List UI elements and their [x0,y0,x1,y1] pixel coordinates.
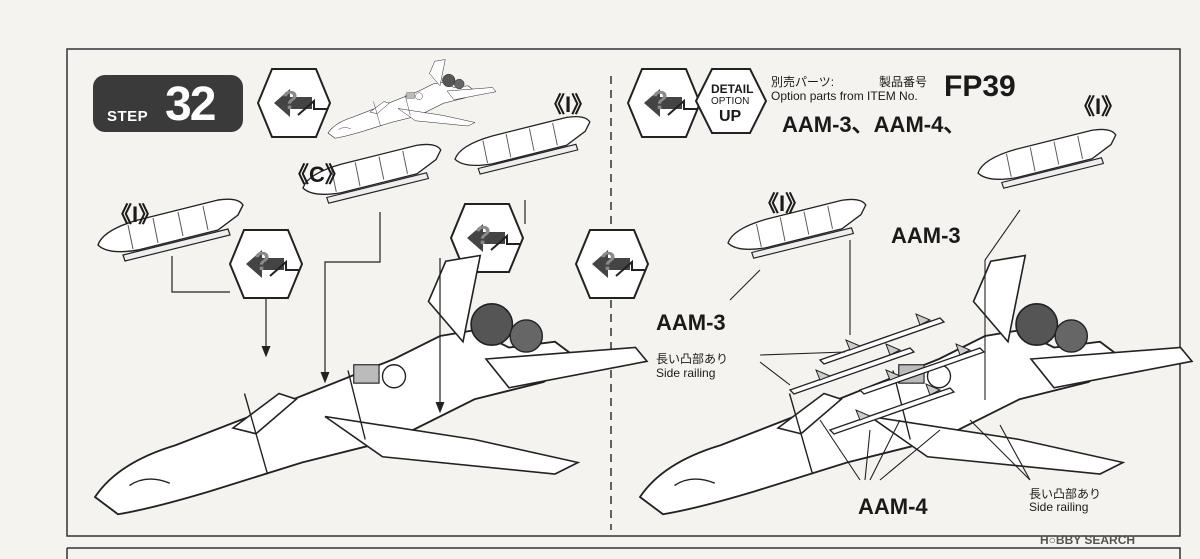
callout-right-i-top: 《I》 [1073,94,1124,119]
callout-left-i-1: 《I》 [110,202,161,227]
aircraft-right-icon [639,254,1193,516]
detail-badge-icon [694,68,768,134]
aircraft-left-icon [94,254,648,516]
rail-jp-left: 長い凸部あり [656,352,729,366]
tank-right-top-icon [977,128,1117,189]
up-text: UP [719,108,742,125]
option-text: OPTION [711,96,750,107]
rail-en-right: Side railing [1029,500,1089,514]
left-badge-icon [257,68,331,138]
rail-jp-right: 長い凸部あり [1029,487,1102,501]
right-badge-icon [627,68,701,138]
callout-right-i-mid: 《I》 [757,191,808,216]
step-badge: STEP 32 [93,75,243,132]
rail-en-left: Side railing [656,366,716,380]
callout-left-i-2: 《I》 [543,92,594,117]
detail-text: DETAIL [711,82,754,96]
label-aam3-left: AAM-3 [656,310,726,335]
option-jp-label: 別売パーツ: [771,75,835,89]
badge-left-icon [229,229,303,299]
label-aam3-right: AAM-3 [891,223,961,248]
step-number: 32 [165,78,216,131]
callout-left-c: 《C》 [287,162,347,187]
label-aam4: AAM-4 [858,494,928,519]
center-badge-icon [575,229,649,299]
step-word: STEP [107,108,149,125]
item-number: FP39 [944,70,1016,103]
option-en-label: Option parts from ITEM No. [771,89,918,103]
parts-list: AAM-3、AAM-4、 [782,112,966,137]
tank-right-icon [454,115,591,175]
watermark: H○BBY SEARCH [1040,533,1136,547]
option-jp-item-label: 製品番号 [879,75,928,89]
aircraft-thumbnail-icon [327,59,497,139]
